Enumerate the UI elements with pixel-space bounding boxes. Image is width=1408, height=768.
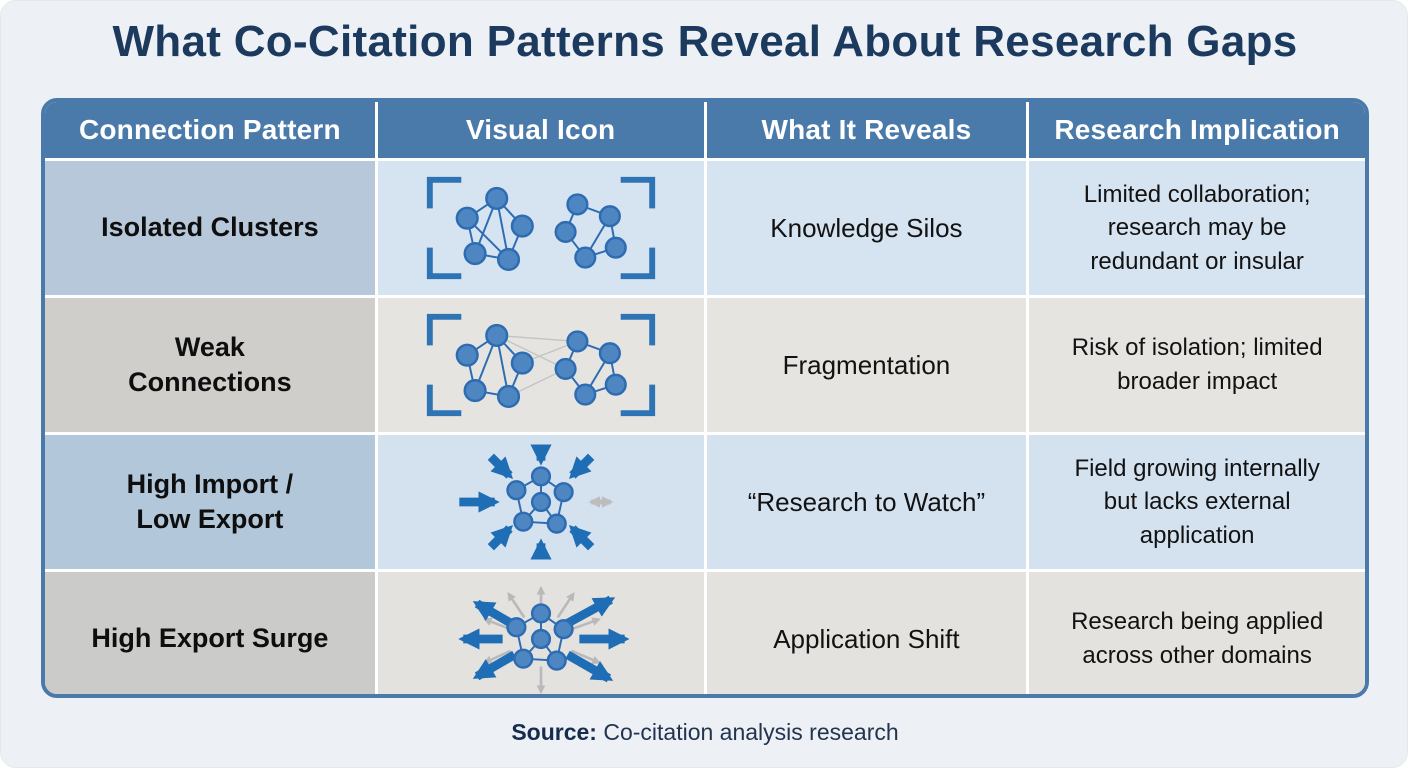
isolated-clusters-icon bbox=[426, 176, 655, 280]
table-row-4-implication: Research being applied across other doma… bbox=[1029, 572, 1365, 694]
table-row-3-implication: Field growing internally but lacks exter… bbox=[1029, 435, 1365, 569]
high-export-surge-icon bbox=[457, 585, 630, 694]
table-row-4-icon-cell bbox=[377, 572, 704, 694]
header-research-implication: Research Implication bbox=[1029, 102, 1365, 158]
header-what-it-reveals: What It Reveals bbox=[706, 102, 1027, 158]
table-row-3-icon-cell bbox=[377, 435, 704, 569]
source-line: Source: Co-citation analysis research bbox=[1, 719, 1408, 746]
page-title: What Co-Citation Patterns Reveal About R… bbox=[112, 17, 1298, 66]
table-row-4-pattern: High Export Surge bbox=[45, 572, 375, 694]
source-text: Co-citation analysis research bbox=[596, 719, 899, 745]
table-row-1-icon-cell bbox=[377, 161, 704, 295]
table-row-1-implication: Limited collaboration; research may be r… bbox=[1029, 161, 1365, 295]
header-connection-pattern: Connection Pattern bbox=[45, 102, 375, 158]
weak-connections-icon bbox=[426, 313, 655, 417]
source-label: Source: bbox=[511, 719, 597, 745]
table-row-2-implication: Risk of isolation; limited broader impac… bbox=[1029, 298, 1365, 432]
table-row-1-pattern: Isolated Clusters bbox=[45, 161, 375, 295]
table-row-2-icon-cell bbox=[377, 298, 704, 432]
cocitation-table: Connection Pattern Visual Icon What It R… bbox=[41, 98, 1369, 698]
table-row-3-reveals: “Research to Watch” bbox=[706, 435, 1027, 569]
table-row-2-reveals: Fragmentation bbox=[706, 298, 1027, 432]
table-row-3-pattern: High Import / Low Export bbox=[45, 435, 375, 569]
high-import-low-export-icon bbox=[458, 444, 614, 560]
table-row-1-reveals: Knowledge Silos bbox=[706, 161, 1027, 295]
header-visual-icon: Visual Icon bbox=[377, 102, 704, 158]
table-row-4-reveals: Application Shift bbox=[706, 572, 1027, 694]
table-row-2-pattern: Weak Connections bbox=[45, 298, 375, 432]
